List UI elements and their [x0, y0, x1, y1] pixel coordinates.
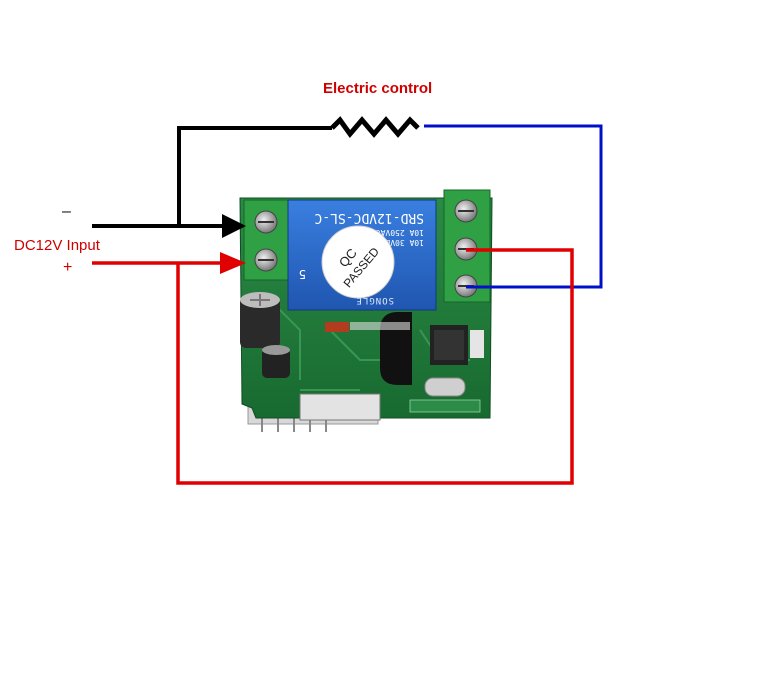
resistor: [325, 322, 349, 332]
connector: [299, 393, 381, 421]
positive-wire: [92, 248, 574, 485]
terminal-block-left: [243, 199, 289, 281]
smd-part: [470, 330, 484, 358]
relay-module: SRD-12VDC-SL-C 10A 250VAC 10A 30VDC 28VD…: [239, 189, 493, 432]
terminal-block-right: [443, 189, 491, 303]
relay-model-text: SRD-12VDC-SL-C: [314, 210, 424, 225]
silkscreen: [409, 399, 481, 413]
relay-rating-text: 10A 250VAC: [376, 228, 424, 237]
crystal: [424, 377, 466, 397]
negative-wire: [92, 126, 332, 238]
ic-chip: [430, 325, 468, 365]
relay-brand-text: SONGLE: [355, 295, 394, 305]
capacitor-small: [262, 345, 290, 378]
input-label: DC12V Input: [14, 237, 100, 254]
diagram-title: Electric control: [323, 80, 433, 97]
load-resistor: [330, 116, 420, 139]
load-wire: [424, 124, 603, 289]
relay-pin-text: 5: [299, 267, 306, 281]
smd-part: [350, 322, 410, 330]
negative-label: –: [62, 203, 71, 220]
positive-label: +: [63, 259, 73, 276]
qc-sticker: QC PASSED: [321, 225, 395, 299]
capacitor-large: [240, 292, 280, 348]
transistor: [380, 312, 412, 385]
relay: SRD-12VDC-SL-C 10A 250VAC 10A 30VDC 28VD…: [287, 199, 437, 311]
